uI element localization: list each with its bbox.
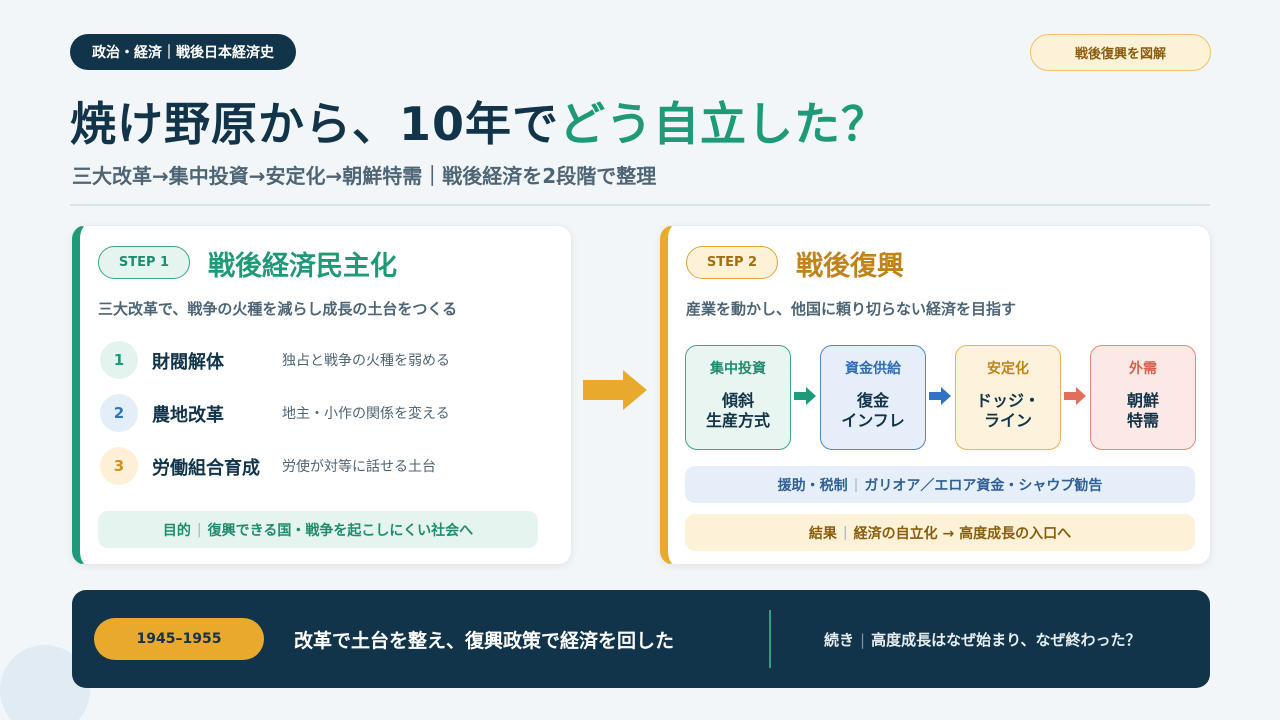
note-label: 援助・税制 [777, 477, 848, 494]
category-tag: 政治・経済｜戦後日本経済史 [70, 34, 296, 70]
note-text: ガリオア／エロア資金・シャウプ勧告 [864, 477, 1103, 494]
header-divider [70, 204, 1210, 206]
purpose-label: 目的 [162, 522, 191, 539]
summary-bar: 1945–1955 改革で土台を整え、復興政策で経済を回した 続き | 高度成長はな… [72, 590, 1210, 688]
step2-description: 産業を動かし、他国に頼り切らない経済を目指す [686, 300, 1017, 318]
reform-item-2: 2 農地改革 地主・小作の関係を変える [100, 393, 540, 433]
flow-box-body: 朝鮮 特需 [1126, 391, 1159, 430]
arrow-right-icon [1064, 387, 1086, 405]
continue-link[interactable]: 続き | 高度成長はなぜ始まり、なぜ終わった？ [824, 629, 1140, 650]
flow-box-funding: 資金供給 復金 インフレ [820, 345, 926, 450]
topic-badge: 戦後復興を図解 [1030, 34, 1211, 71]
arrow-right-icon [794, 387, 816, 405]
note-text: 経済の自立化 → 高度成長の入口へ [853, 525, 1072, 542]
separator: | [860, 631, 866, 649]
period-pill: 1945–1955 [94, 618, 264, 660]
purpose-note: 目的 | 復興できる国・戦争を起こしにくい社会へ [98, 511, 538, 548]
flow-box-body: ドッジ・ ライン [975, 391, 1040, 430]
flow-box-body: 傾斜 生産方式 [705, 391, 770, 430]
aid-tax-note: 援助・税制 | ガリオア／エロア資金・シャウプ勧告 [685, 466, 1195, 503]
purpose-text: 復興できる国・戦争を起こしにくい社会へ [207, 522, 474, 539]
separator: | [196, 521, 202, 538]
flow-box-heading: 集中投資 [710, 361, 766, 377]
reform-item-1: 1 財閥解体 独占と戦争の火種を弱める [100, 340, 540, 380]
arrow-right-icon [929, 387, 951, 405]
page-title: 焼け野原から、10年でどう自立した？ [70, 88, 888, 154]
flow-box-body: 復金 インフレ [841, 391, 905, 430]
step1-card: STEP 1 戦後経済民主化 三大改革で、戦争の火種を減らし成長の土台をつくる … [72, 225, 572, 565]
step1-title: 戦後経済民主化 [208, 251, 397, 282]
separator: | [842, 524, 848, 541]
title-accent: どう自立した？ [559, 97, 889, 151]
flow-box-heading: 外需 [1129, 361, 1157, 377]
step2-title: 戦後復興 [796, 251, 904, 282]
flow-box-heading: 安定化 [987, 361, 1029, 377]
item-number: 1 [100, 341, 138, 379]
flow-box-investment: 集中投資 傾斜 生産方式 [685, 345, 791, 450]
item-desc: 地主・小作の関係を変える [282, 406, 450, 422]
step1-description: 三大改革で、戦争の火種を減らし成長の土台をつくる [98, 300, 458, 318]
item-desc: 労使が対等に話せる土台 [282, 459, 436, 475]
note-label: 結果 [808, 525, 837, 542]
title-main: 焼け野原から、10年で [70, 97, 560, 151]
continue-text: 高度成長はなぜ始まり、なぜ終わった？ [871, 631, 1141, 649]
vertical-divider [769, 610, 771, 668]
item-desc: 独占と戦争の火種を弱める [282, 353, 450, 369]
separator: | [853, 476, 859, 493]
item-number: 3 [100, 447, 138, 485]
page-subtitle: 三大改革→集中投資→安定化→朝鮮特需｜戦後経済を2段階で整理 [72, 164, 657, 188]
flow-box-stabilization: 安定化 ドッジ・ ライン [955, 345, 1061, 450]
summary-message: 改革で土台を整え、復興政策で経済を回した [294, 630, 675, 652]
step1-label: STEP 1 [98, 246, 190, 279]
step2-card: STEP 2 戦後復興 産業を動かし、他国に頼り切らない経済を目指す 集中投資 … [660, 225, 1211, 565]
result-note: 結果 | 経済の自立化 → 高度成長の入口へ [685, 514, 1195, 551]
continue-label: 続き [824, 631, 855, 649]
item-name: 労働組合育成 [152, 458, 260, 479]
step2-label: STEP 2 [686, 246, 778, 279]
reform-item-3: 3 労働組合育成 労使が対等に話せる土台 [100, 446, 540, 486]
flow-box-heading: 資金供給 [845, 361, 901, 377]
item-name: 農地改革 [152, 405, 224, 426]
item-number: 2 [100, 394, 138, 432]
item-name: 財閥解体 [152, 352, 224, 373]
arrow-right-icon [583, 370, 647, 410]
flow-box-external-demand: 外需 朝鮮 特需 [1090, 345, 1196, 450]
